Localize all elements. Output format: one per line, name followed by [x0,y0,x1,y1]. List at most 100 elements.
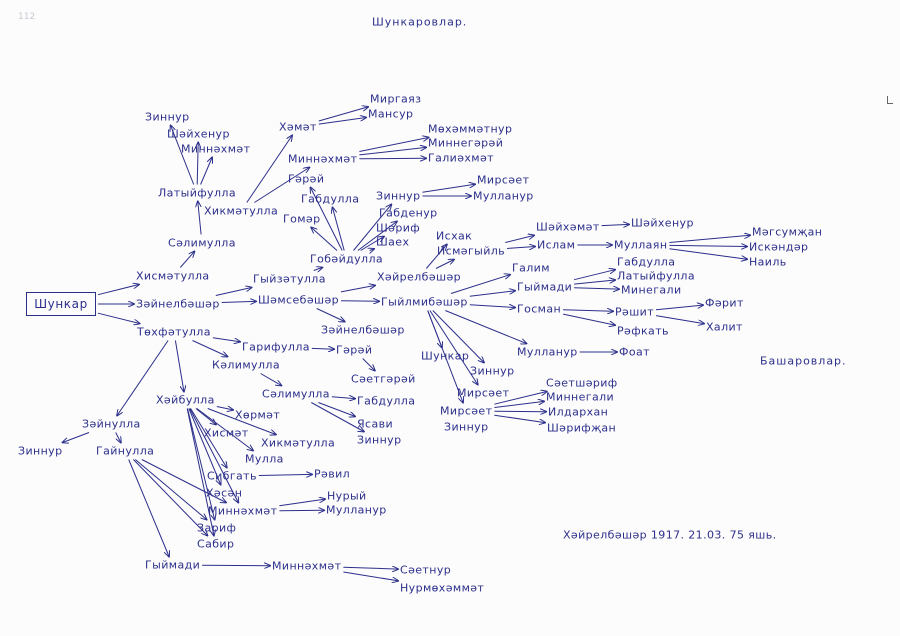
person-mullanur3: Муллануp [326,503,387,517]
person-zinnur6: Зиннур [18,444,63,458]
person-gabdenur: Габденур [379,206,438,220]
arrow-shemsebeshar-to-gyilmibeshar [340,301,379,302]
arrow-selimulla1-to-latyifulla1 [198,202,202,235]
person-gabdulla1: Габдулла [301,192,360,206]
arrow-gobaydulla-to-geray1 [311,188,343,251]
person-selimulla2: Сәлимулла [262,387,330,401]
person-yasavi: Ясави [357,417,394,431]
person-zainelbeshar2: Зәйнелбәшәр [321,323,405,337]
arrow-minnehmet4-to-nurmohammet [343,571,398,581]
person-gosman: Госман [517,302,562,316]
person-latyifulla1: Латыйфулла [158,186,236,200]
person-selimulla1: Сәлимулла [168,236,236,250]
person-sharifjan: Шәрифҗан [547,421,617,435]
person-minnehmet2: Миннәхмәт [288,152,358,166]
person-minnegeray: Миннегәрәй [428,136,504,150]
person-mirset2: Мирсәет [457,386,510,400]
person-zarif: Зариф [197,521,237,535]
arrow-haibulla-to-zarif [187,408,215,520]
arrow-tohfetulla-to-kelimulla [192,340,228,357]
person-megsumjan: Мәгсумҗан [752,225,823,239]
arrow-selimulla2-to-yasavi [318,402,355,417]
person-hairelbeshar: Хәйрелбәшәр [377,270,461,284]
arrow-gyilmibeshar-to-gosman [469,305,515,308]
arrow-haibulla-to-mulla [196,408,253,451]
person-gyizzetulla: Гыйзәтулла [253,272,326,286]
person-garifulla: Гарифулла [242,340,310,354]
person-minnegali: Миннегали [546,390,615,404]
person-setsharif: Сәетшәриф [546,376,618,390]
arrow-minnehmet3-to-nuryi [279,499,325,507]
arrow-zainelbeshar1-to-shemsebeshar [221,301,256,302]
arrow-gyilmibeshar-to-mullanur2 [445,310,526,344]
arrow-mirset3-to-setsharif [494,392,546,405]
arrow-mullayan-to-nail [669,248,747,259]
arrow-haibulla-to-minnehmet3 [189,408,239,503]
arrow-gainulla-to-minnehmet3 [141,459,226,503]
arrow-shemsebeshar-to-hairelbeshar [340,285,375,293]
family-title-shunkarovlar: Шункаровлар. [372,15,468,29]
arrow-selimulla2-to-zinnur5 [311,402,364,432]
person-minnehmet4: Миннәхмәт [272,559,342,573]
arrow-zinnur2-to-mirset1 [422,184,476,193]
arrow-gosman-to-rafkat [562,313,615,325]
person-kelimulla: Кәлимулла [212,358,280,372]
person-mirset3: Мирсәет [440,404,493,418]
person-mullanur2: Муллануp [517,345,578,359]
arrow-hemet-to-mirgayaz [318,107,368,122]
arrow-ismegyil-to-islam [507,247,535,249]
person-hermet: Хөрмәт [235,408,281,422]
arrow-gyilmibeshar-to-gyilmadi1 [469,291,515,297]
arrow-rashit-to-halit [655,315,704,324]
arrow-gobaydulla-to-gomer [311,228,338,251]
person-gobaydulla: Гобәйдулла [310,252,384,266]
arrow-sibgat-to-ravil [258,474,312,475]
arrow-hikmetulla1-to-minnehmet2 [254,168,309,203]
person-hismetulla: Хисмәтулла [136,269,210,283]
person-zinnur4: Зиннур [444,420,489,434]
person-zainelbeshar1: Зәйнелбәшәр [136,297,220,311]
arrow-latyifulla1-to-zinnur1 [171,126,195,185]
arrow-hairelbeshar-to-ishak [425,245,447,269]
arrow-haibulla-to-sibgat [190,408,227,468]
person-mullanur1: Муллануp [473,189,534,203]
person-nail: Наиль [749,255,787,269]
person-ismegyil: Исмәгыйль [437,244,506,258]
person-nuryi: Нурый [327,489,367,503]
arrow-gyilmadi1-to-minegali1 [574,288,619,289]
arrow-tohfetulla-to-haibulla [174,340,184,392]
person-gabdulla3: Габдулла [357,394,416,408]
arrow-gyilmadi2-to-minnehmet4 [202,565,270,566]
person-zinnur3: Зиннур [470,364,515,378]
person-shemsebeshar: Шәмсебәшәр [258,293,340,307]
person-shaihenur1: Шәйхенур [167,127,230,141]
person-minnehmet1: Миннәхмәт [181,142,251,156]
person-tohfetulla: Төхфәтулла [137,325,211,339]
person-nurmohammet: Нурмөхәммәт [400,581,485,595]
arrow-hismetulla-to-selimulla1 [179,252,194,268]
arrow-latyifulla1-to-minnehmet1 [200,158,213,185]
arrow-gainulla-to-sabir [133,459,207,536]
arrow-haibulla-to-hesen [188,408,221,485]
person-ravil: Рәвил [314,467,351,481]
person-geray1: Гәрәй [288,172,325,186]
person-haibulla: Хәйбулла [156,393,215,407]
person-mansur: Мансур [368,107,414,121]
person-hismet: Хисмәт [204,426,249,440]
person-mohammetnur: Мөхәммәтнур [428,122,513,136]
arrow-hairelbeshar-to-ismegyil [435,260,454,269]
arrow-selimulla2-to-gabdulla3 [331,397,355,399]
root-person-label: Шункар [34,297,88,311]
person-zinnur2: Зиннур [376,189,421,203]
person-shaeh: Шаех [376,235,410,249]
person-iskender: Искәндәр [749,240,809,254]
person-hemet: Хәмәт [279,120,317,134]
arrow-haibulla-to-hismet [195,408,216,425]
person-ildarhan: Илдархан [548,405,609,419]
person-minnehmet3: Миннәхмәт [208,504,278,518]
person-foat: Фоат [619,345,650,359]
arrow-shaihmet-to-shaihenur2 [601,224,629,225]
arrow-minnehmet2-to-minnegeray [359,147,426,156]
